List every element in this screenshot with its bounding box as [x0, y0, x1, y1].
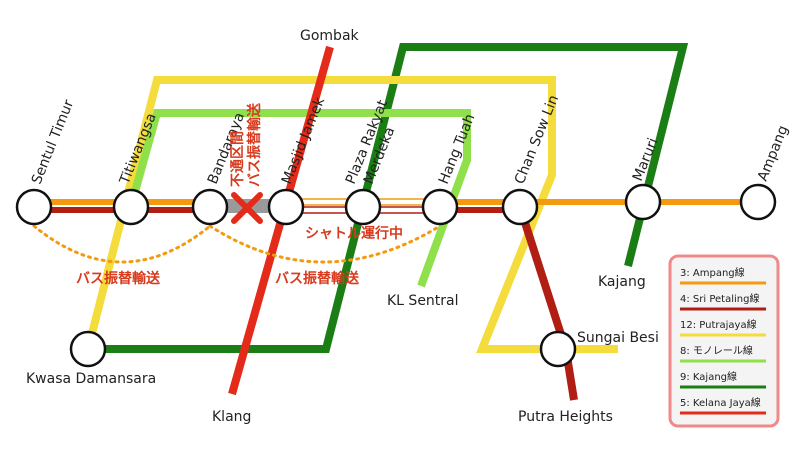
station-sungai-besi[interactable] — [539, 330, 577, 368]
closure-x-icon — [231, 192, 263, 224]
sri-petaling-branch — [516, 205, 578, 401]
label-sentul-timur: Sentul Timur — [29, 97, 77, 186]
label-sungai-besi: Sungai Besi — [577, 330, 659, 346]
legend-item-label: 4: Sri Petaling線 — [680, 292, 759, 305]
station-titiwangsa[interactable] — [112, 188, 150, 226]
legend-item-label: 9: Kajang線 — [680, 370, 737, 383]
label-kajang: Kajang — [598, 274, 646, 290]
station-ampang[interactable] — [739, 183, 777, 221]
label-ampang: Ampang — [755, 123, 792, 183]
label-kwasa-damansara: Kwasa Damansara — [26, 371, 156, 387]
station-chan-sow-lin[interactable] — [501, 188, 539, 226]
station-hang-tuah[interactable] — [421, 188, 459, 226]
station-maluri[interactable] — [624, 183, 662, 221]
legend-item-label: 3: Ampang線 — [680, 266, 745, 279]
station-sentul-timur[interactable] — [15, 188, 53, 226]
station-kwasa-damansara[interactable] — [69, 330, 107, 368]
note-closed-section: 不通区間 — [230, 131, 246, 187]
note-bus-right: バス振替輸送 — [275, 270, 360, 287]
station-bandaraya[interactable] — [191, 188, 229, 226]
label-kl-sentral: KL Sentral — [387, 293, 459, 309]
note-bus-left: バス振替輸送 — [76, 270, 161, 287]
station-markers — [15, 183, 777, 368]
label-gombak: Gombak — [300, 28, 360, 44]
station-masjid-jamek[interactable] — [267, 188, 305, 226]
label-masjid-jamek: Masjid Jamek — [279, 94, 329, 186]
label-putra-heights: Putra Heights — [518, 409, 613, 425]
legend-box — [668, 254, 780, 428]
legend-item-label: 8: モノレール線 — [680, 344, 753, 357]
note-closed-bus: バス振替輸送 — [246, 102, 263, 187]
legend-item-label: 12: Putrajaya線 — [680, 318, 757, 331]
putrajaya-line — [84, 76, 618, 353]
legend-item-label: 5: Kelana Jaya線 — [680, 396, 761, 409]
label-klang: Klang — [212, 409, 251, 425]
bus-arc-right — [208, 224, 442, 264]
kajang-line — [88, 43, 689, 353]
bus-arc-left — [32, 224, 212, 264]
station-plaza-rakyat[interactable] — [344, 188, 382, 226]
note-shuttle: シャトル運行中 — [305, 225, 403, 242]
legend: 3: Ampang線 4: Sri Petaling線 12: Putrajaya線… — [668, 254, 780, 428]
